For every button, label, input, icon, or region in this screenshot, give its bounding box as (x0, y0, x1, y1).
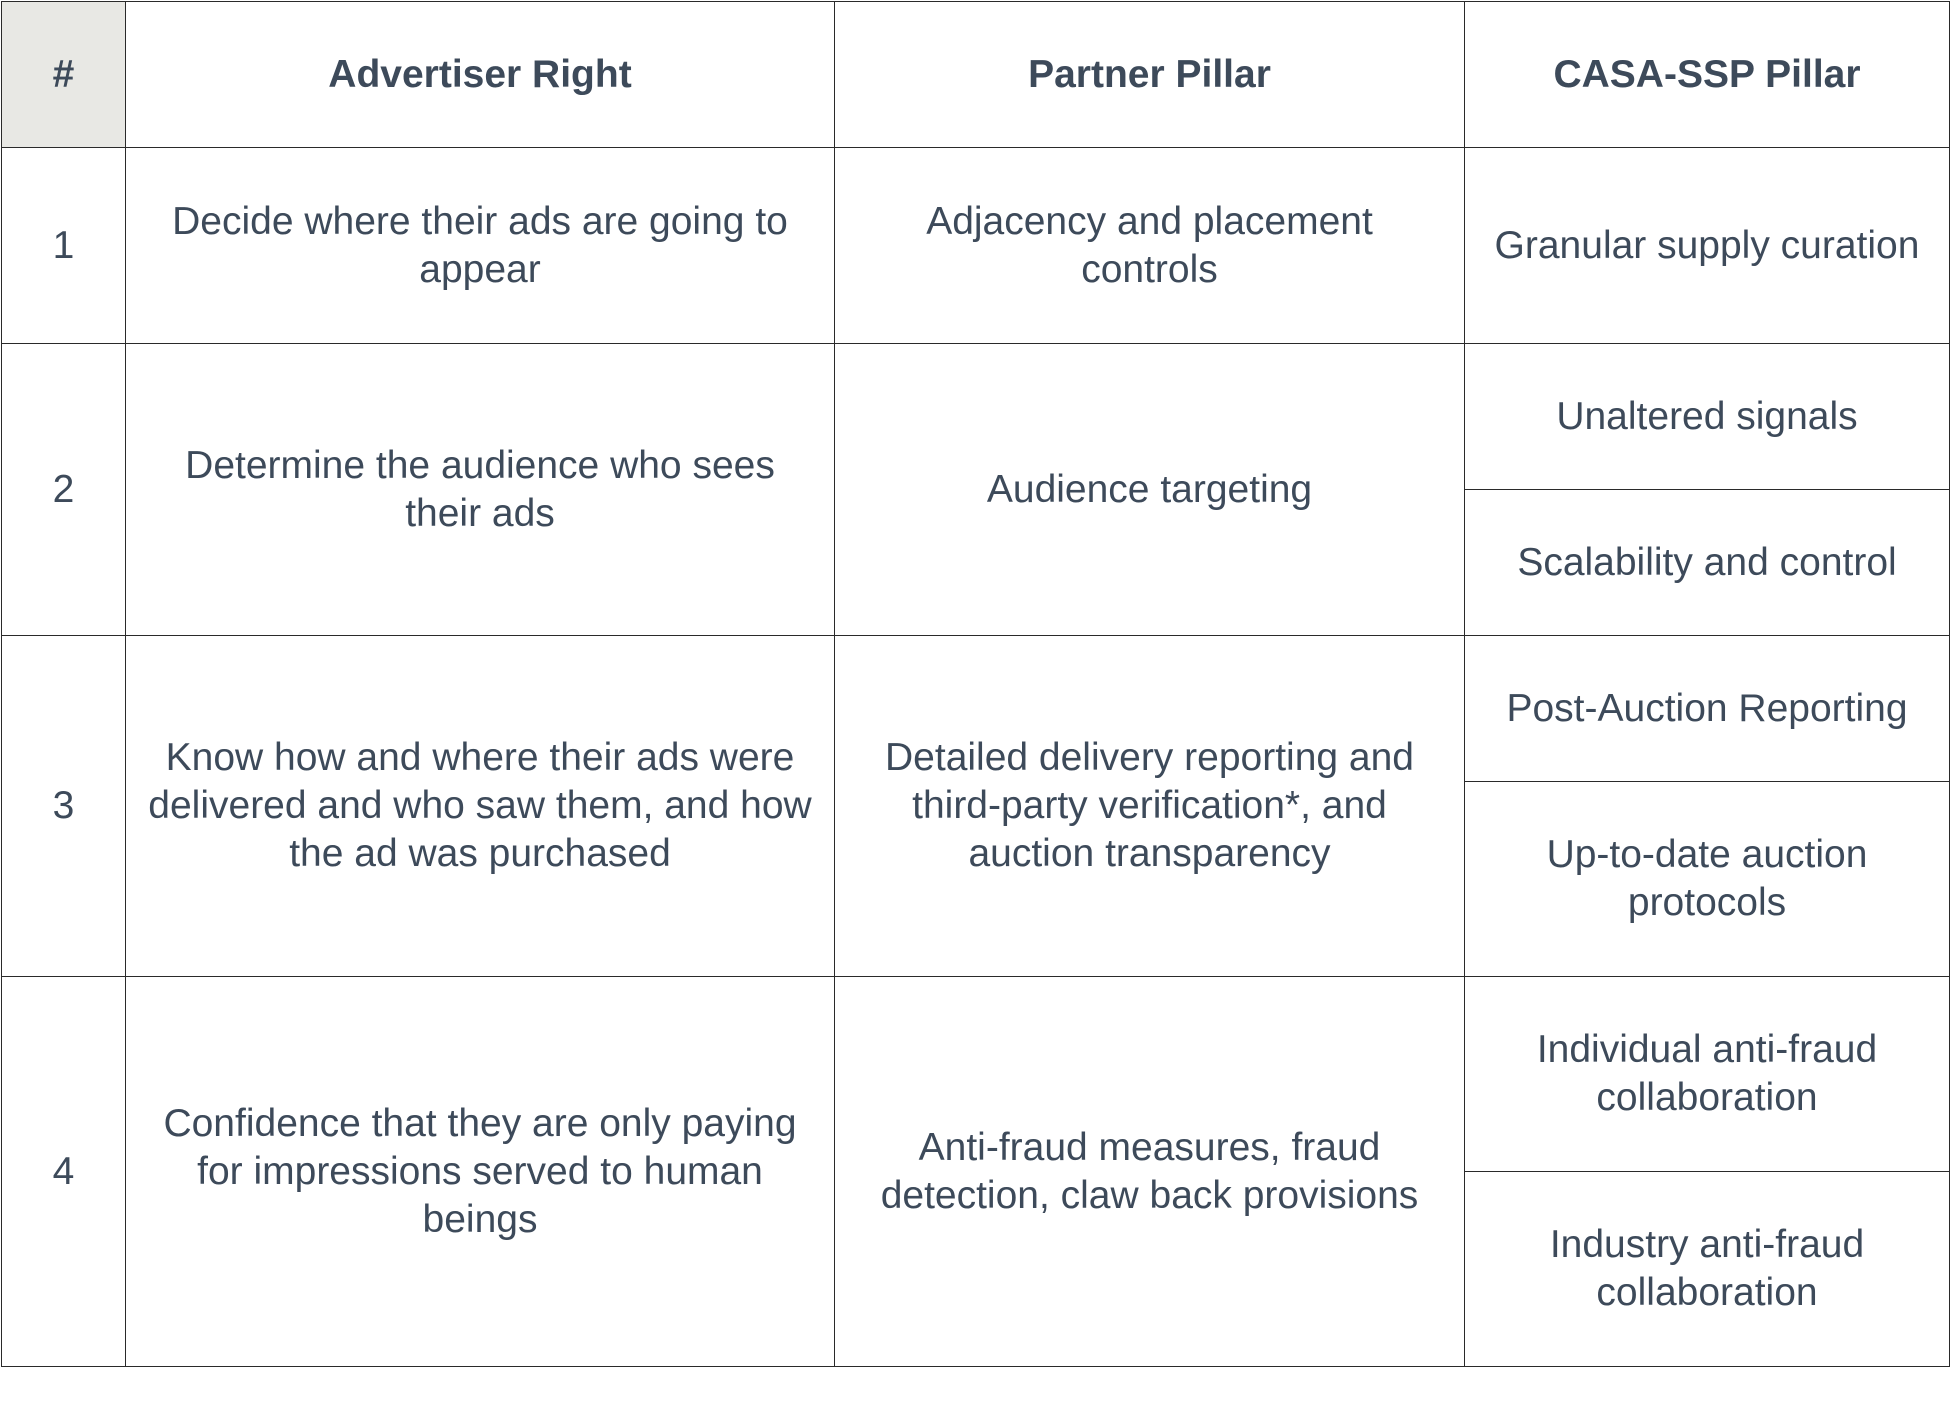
header-advertiser-right: Advertiser Right (125, 1, 835, 148)
advertiser-right-cell: Confidence that they are only paying for… (125, 976, 835, 1367)
casa-pillar-cell: Post-Auction Reporting (1464, 635, 1950, 782)
table-row: 1 Decide where their ads are going to ap… (1, 147, 1950, 344)
casa-pillar-cell: Individual anti-fraud collaboration (1464, 976, 1950, 1172)
row-number: 2 (1, 343, 126, 636)
table-subrow: Up-to-date auction protocols (2, 781, 1950, 977)
advertiser-right-cell: Determine the audience who sees their ad… (125, 343, 835, 636)
casa-pillar-cell: Industry anti-fraud collaboration (1464, 1171, 1950, 1367)
partner-pillar-cell: Anti-fraud measures, fraud detection, cl… (834, 976, 1465, 1367)
table-subrow: Industry anti-fraud collaboration (2, 1171, 1950, 1367)
table-row: 4 Confidence that they are only paying f… (1, 976, 1950, 1367)
casa-pillar-cell: Scalability and control (1464, 489, 1950, 636)
casa-pillar-cell: Up-to-date auction protocols (1464, 781, 1950, 977)
row-number: 1 (1, 147, 126, 344)
table-row: 3 Know how and where their ads were deli… (1, 635, 1950, 977)
advertiser-right-cell: Know how and where their ads were delive… (125, 635, 835, 977)
row-number: 4 (1, 976, 126, 1367)
pillars-table: # Advertiser Right Partner Pillar CASA-S… (1, 1, 1950, 1367)
table-row: 2 Determine the audience who sees their … (1, 343, 1950, 636)
row-number: 3 (1, 635, 126, 977)
casa-pillar-cell: Unaltered signals (1464, 343, 1950, 490)
partner-pillar-cell: Adjacency and placement controls (834, 147, 1465, 344)
header-partner-pillar: Partner Pillar (834, 1, 1465, 148)
casa-pillar-cell: Granular supply curation (1464, 147, 1950, 344)
header-row: # Advertiser Right Partner Pillar CASA-S… (1, 1, 1950, 148)
advertiser-right-cell: Decide where their ads are going to appe… (125, 147, 835, 344)
table-subrow: Scalability and control (2, 489, 1950, 636)
header-num: # (1, 1, 126, 148)
partner-pillar-cell: Audience targeting (834, 343, 1465, 636)
partner-pillar-cell: Detailed delivery reporting and third-pa… (834, 635, 1465, 977)
header-casa-pillar: CASA-SSP Pillar (1464, 1, 1950, 148)
